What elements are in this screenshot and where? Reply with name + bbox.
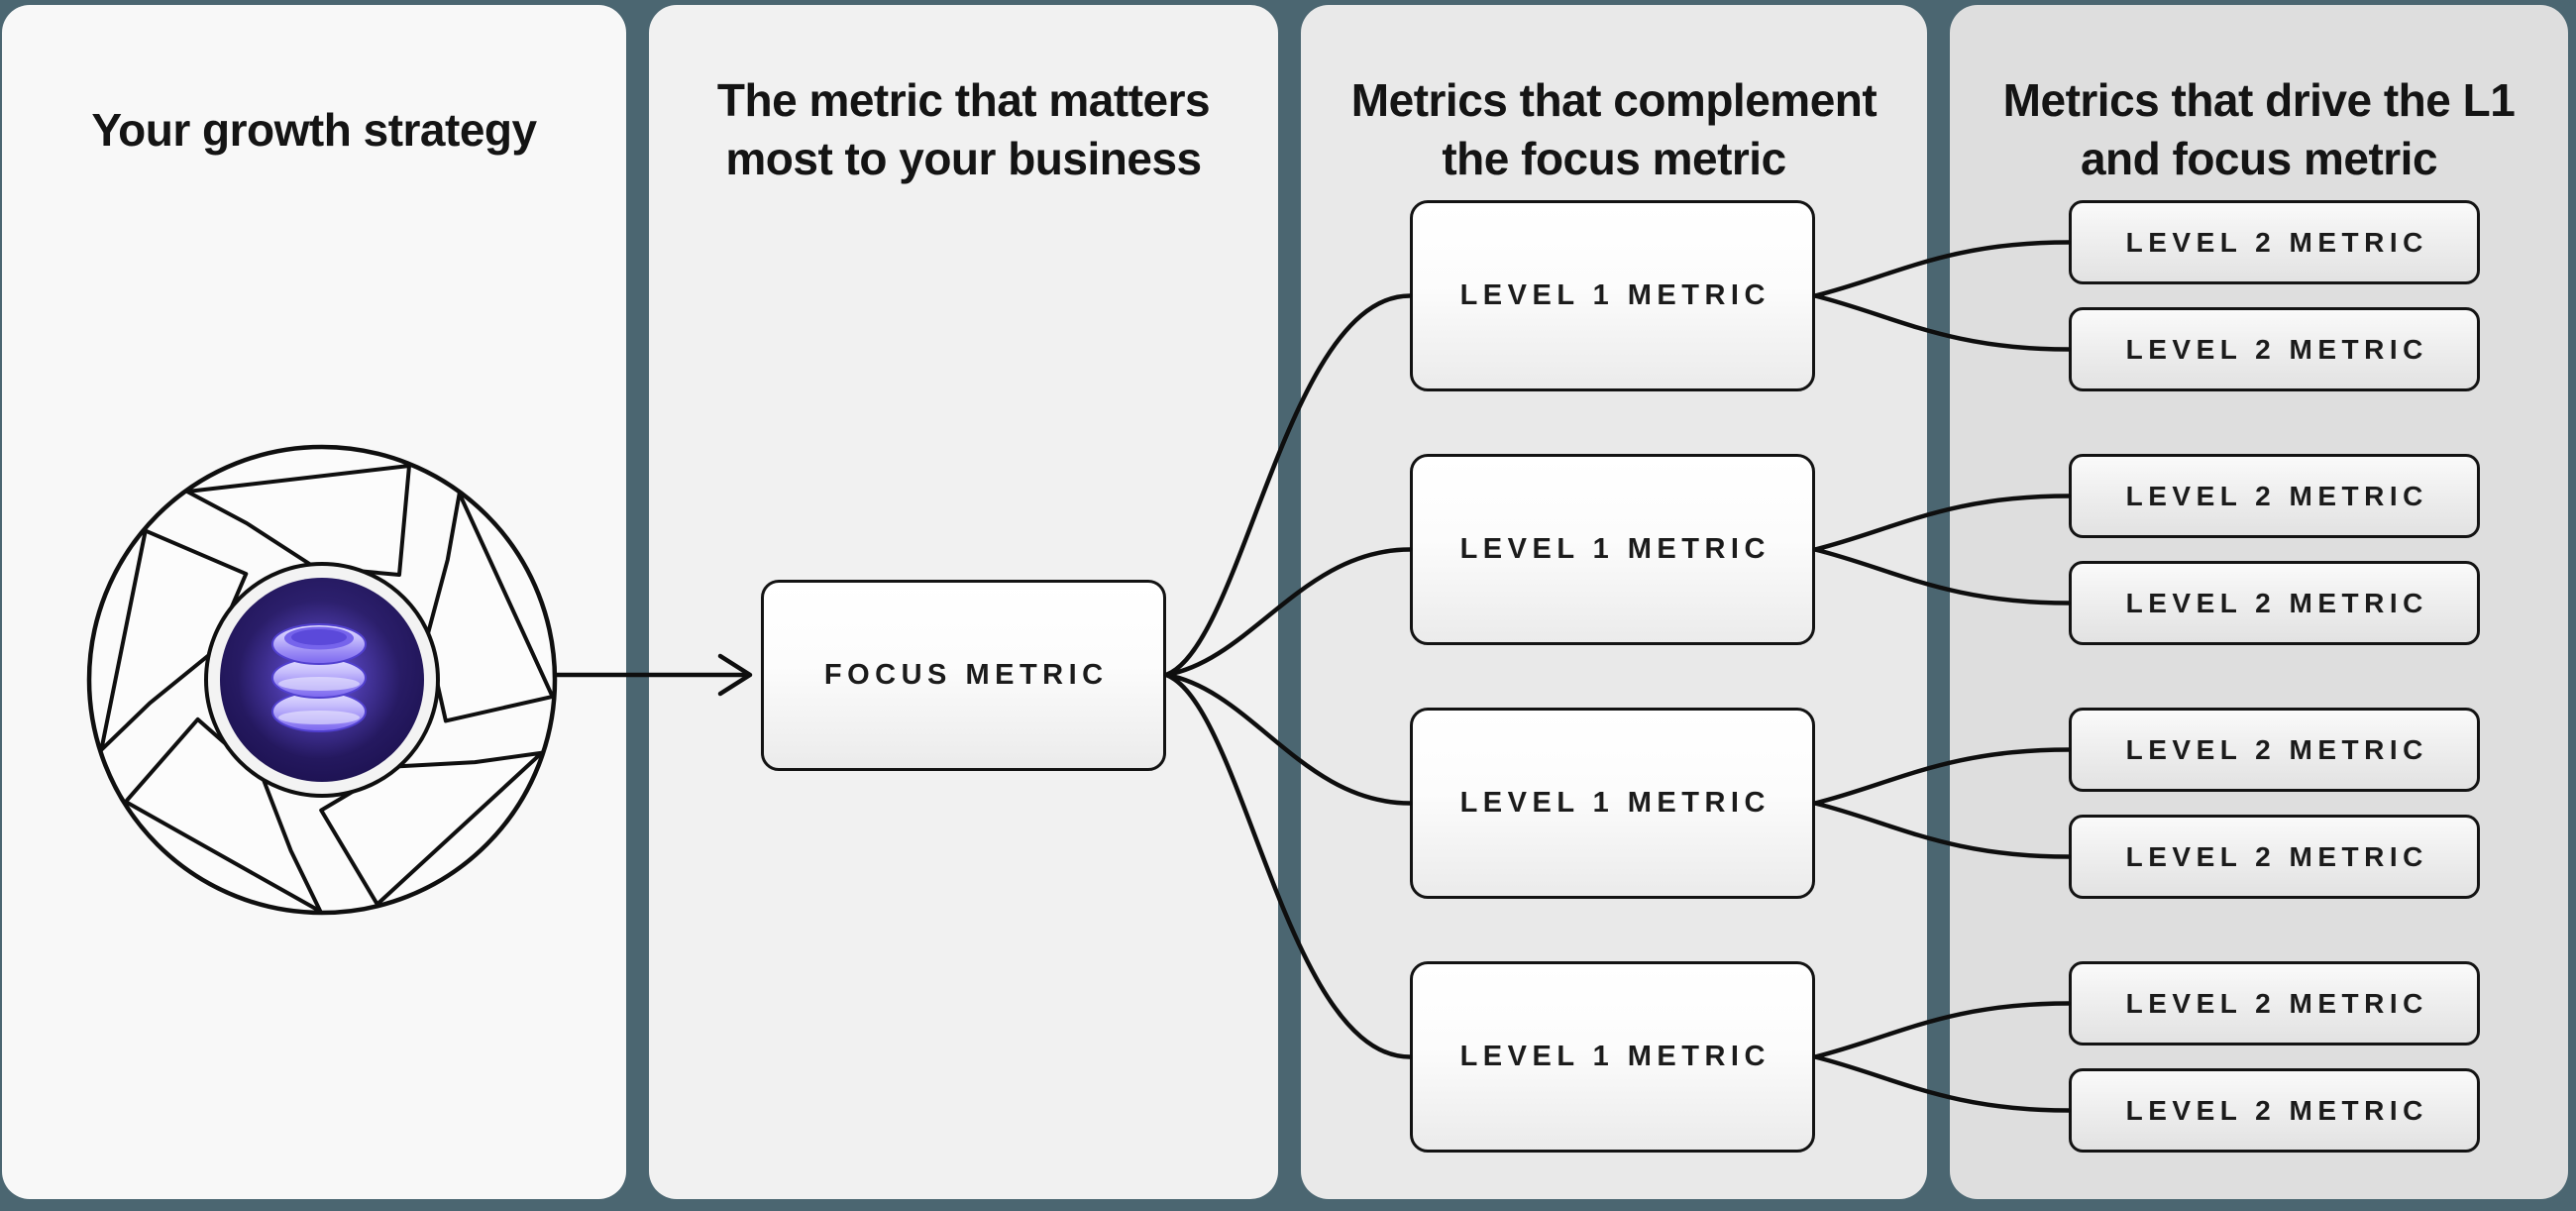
level2-metric-node: LEVEL 2 METRIC — [2069, 561, 2480, 645]
level2-metric-node: LEVEL 2 METRIC — [2069, 200, 2480, 284]
panel-title-text: The metric that matters most to your bus… — [716, 74, 1211, 184]
panel-title-text: Your growth strategy — [91, 103, 537, 156]
level2-metric-node: LEVEL 2 METRIC — [2069, 454, 2480, 538]
level2-metric-node: LEVEL 2 METRIC — [2069, 708, 2480, 792]
level2-metric-node: LEVEL 2 METRIC — [2069, 1068, 2480, 1153]
level1-metric-node: LEVEL 1 METRIC — [1410, 200, 1815, 391]
panel-title: Metrics that complement the focus metric — [1301, 64, 1927, 195]
growth-cycle-icon — [86, 444, 558, 916]
level1-metric-node: LEVEL 1 METRIC — [1410, 708, 1815, 899]
level1-metric-node: LEVEL 1 METRIC — [1410, 961, 1815, 1153]
level2-metric-node: LEVEL 2 METRIC — [2069, 815, 2480, 899]
panel-title: The metric that matters most to your bus… — [649, 64, 1278, 195]
level1-metric-node: LEVEL 1 METRIC — [1410, 454, 1815, 645]
database-icon — [271, 623, 367, 732]
focus-metric-node: FOCUS METRIC — [761, 580, 1166, 771]
panel-title: Metrics that drive the L1 and focus metr… — [1950, 64, 2568, 195]
level2-metric-node: LEVEL 2 METRIC — [2069, 307, 2480, 391]
panel-title-text: Metrics that drive the L1 and focus metr… — [2002, 74, 2516, 184]
level2-metric-node: LEVEL 2 METRIC — [2069, 961, 2480, 1046]
panel-title: Your growth strategy — [2, 64, 626, 195]
panel-title-text: Metrics that complement the focus metric — [1350, 74, 1878, 184]
